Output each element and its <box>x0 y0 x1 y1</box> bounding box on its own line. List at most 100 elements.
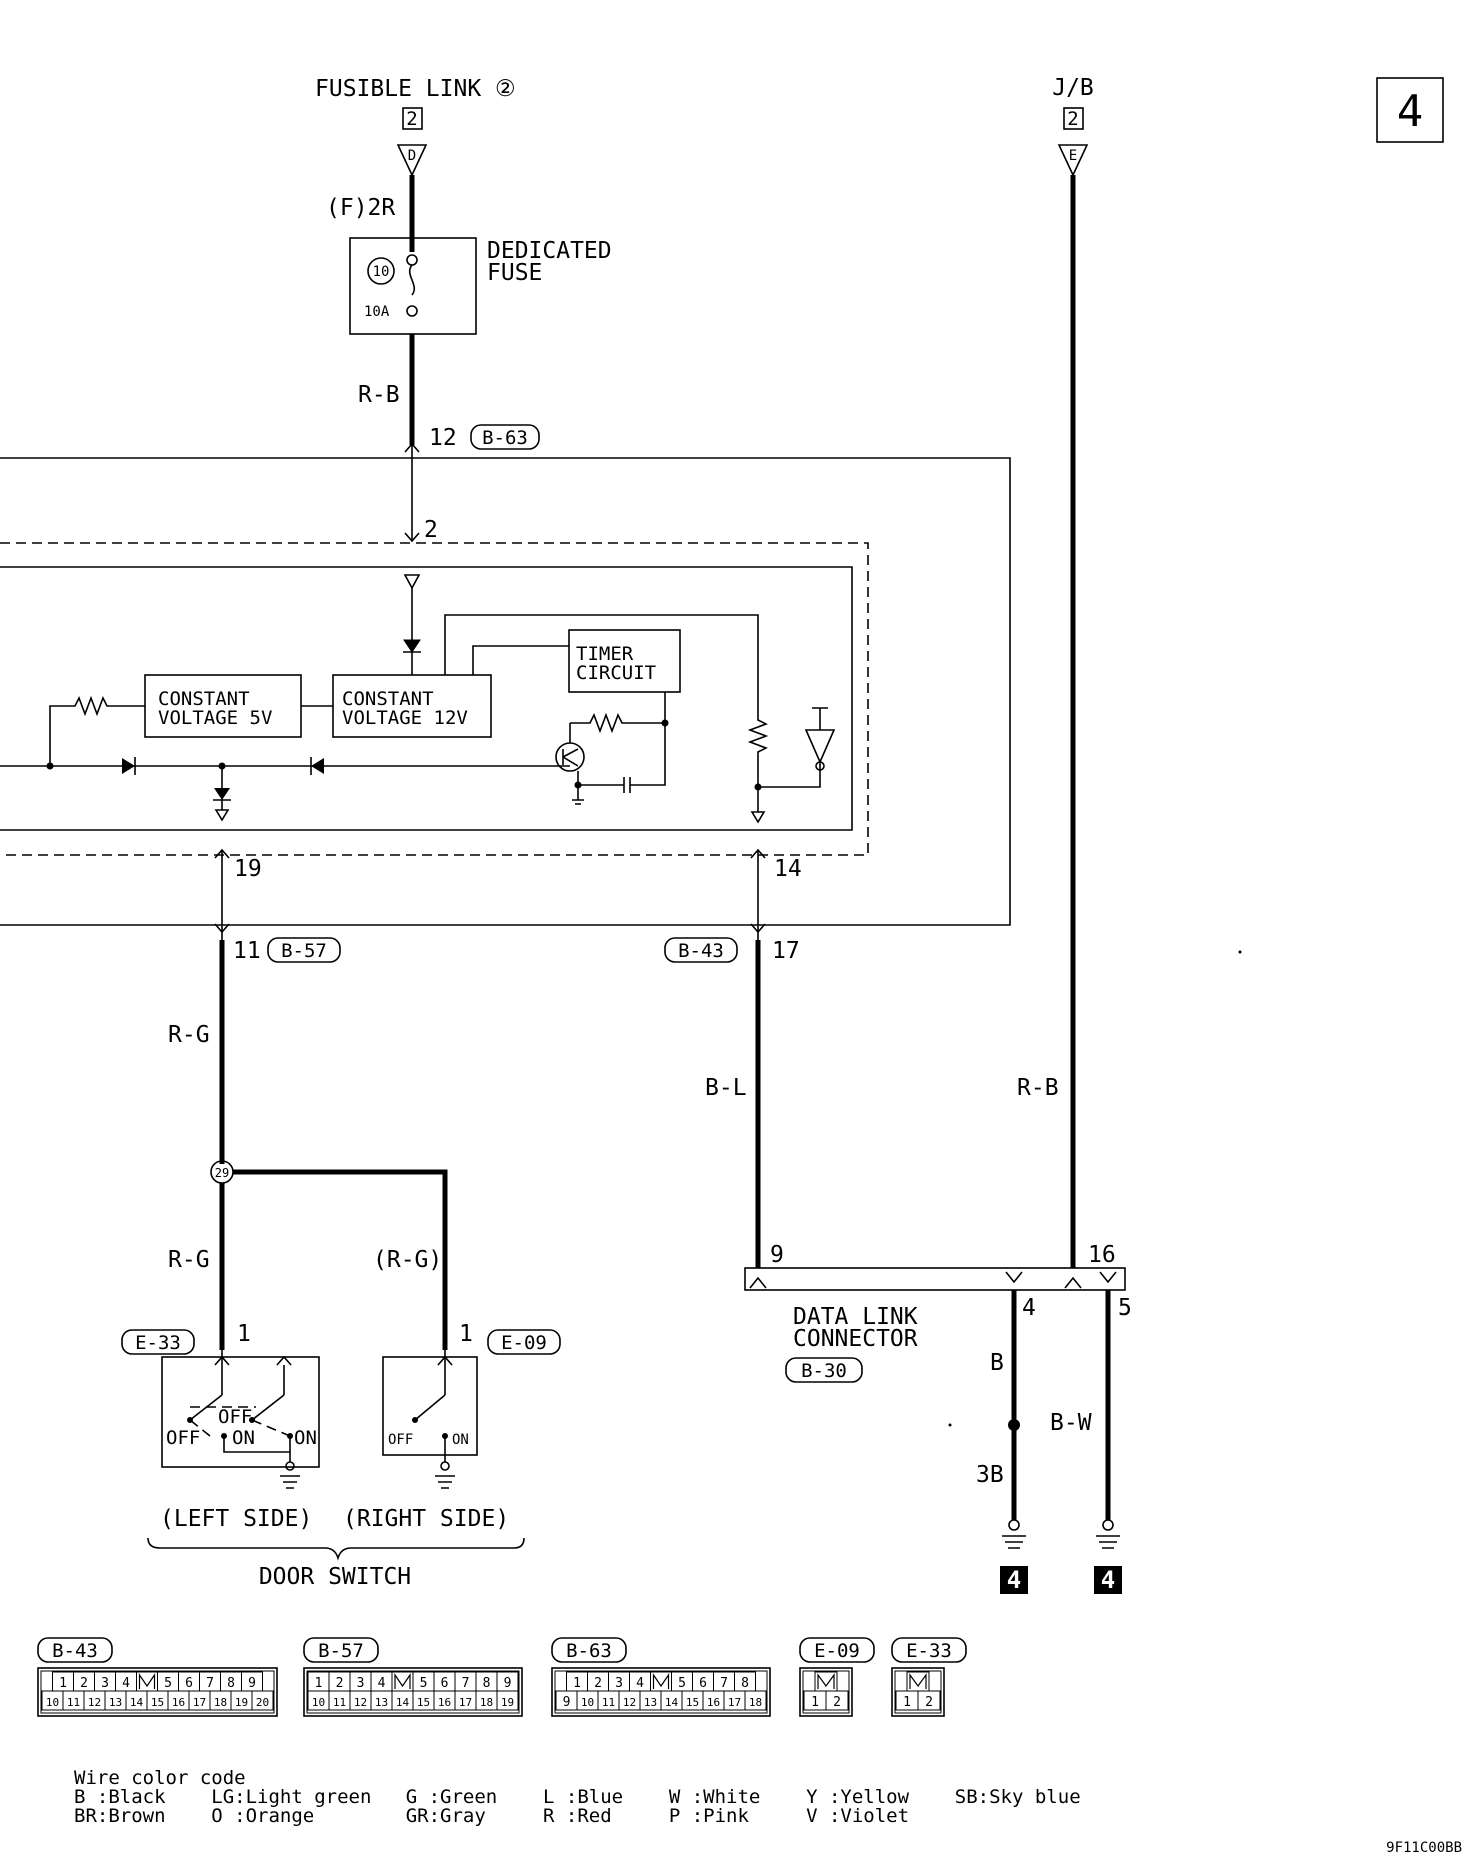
connector-pin: 16 <box>438 1696 451 1709</box>
legend-line-2: BR:Brown O :Orange GR:Gray R :Red P :Pin… <box>74 1805 909 1827</box>
e33-pin: 1 <box>237 1321 251 1347</box>
control-unit: 12 B-63 2 CONSTANT VOLTAGE 12V CONSTANT … <box>0 424 1011 964</box>
connector-pin: 2 <box>80 1676 88 1691</box>
connector-pin: 18 <box>214 1696 227 1709</box>
dlc-title: DATA LINK <box>793 1304 918 1330</box>
connector-pin: 5 <box>678 1676 686 1691</box>
connector-b30: B-30 <box>801 1360 847 1382</box>
connector-pin: 1 <box>573 1676 581 1691</box>
left-off-2: OFF <box>218 1406 252 1428</box>
connector-pin: 13 <box>375 1696 388 1709</box>
wire-b: B <box>990 1350 1004 1376</box>
page-number: 4 <box>1397 86 1424 137</box>
connector-face-label: B-43 <box>52 1640 98 1662</box>
connector-pin: 9 <box>248 1676 256 1691</box>
right-door-switch <box>382 1356 478 1456</box>
wire-fl-label: (F)2R <box>326 195 395 221</box>
connector-pin: 11 <box>602 1696 615 1709</box>
connector-pin: 20 <box>256 1696 269 1709</box>
wire-rg-2: R-G <box>168 1247 210 1273</box>
connector-pin: 9 <box>504 1676 512 1691</box>
connector-face-label: B-57 <box>318 1640 364 1662</box>
unit-input-pin: 12 <box>429 425 457 451</box>
connector-pin: 11 <box>67 1696 80 1709</box>
connector-pin: 12 <box>88 1696 101 1709</box>
right-side-label: (RIGHT SIDE) <box>343 1506 509 1532</box>
jb-label: J/B <box>1052 75 1094 101</box>
connector-pin: 12 <box>623 1696 636 1709</box>
wire-bw: B-W <box>1050 1410 1092 1436</box>
unit-pin-11: 11 <box>233 938 261 964</box>
fuse-rating: 10A <box>364 304 390 320</box>
connector-pin: 13 <box>109 1696 122 1709</box>
connector-pin: 8 <box>227 1676 235 1691</box>
connector-pin: 6 <box>441 1676 449 1691</box>
connector-pin: 7 <box>720 1676 728 1691</box>
fuse-title: DEDICATED <box>487 238 612 264</box>
connector-pin: 1 <box>315 1676 323 1691</box>
connector-pin: 1 <box>811 1695 819 1710</box>
connector-pin: 4 <box>122 1676 130 1691</box>
dlc-pin-5: 5 <box>1118 1295 1132 1321</box>
fusible-link-label: FUSIBLE LINK ② <box>315 76 516 102</box>
fusible-terminal-number: 2 <box>406 108 417 130</box>
connector-pin: 14 <box>665 1696 679 1709</box>
unit-pin-19: 19 <box>234 856 262 882</box>
connector-pin: 15 <box>686 1696 699 1709</box>
connector-pin: 3 <box>615 1676 623 1691</box>
connector-pin: 19 <box>235 1696 248 1709</box>
connector-pin: 17 <box>728 1696 741 1709</box>
connector-e33: E-33 <box>135 1332 181 1354</box>
fuse-element <box>408 264 416 296</box>
connector-pin: 6 <box>185 1676 193 1691</box>
connector-pin: 2 <box>925 1695 933 1710</box>
unit-input-connector: B-63 <box>482 427 528 449</box>
connector-pin: 2 <box>833 1695 841 1710</box>
fusible-link-feed: FUSIBLE LINK ② 2 D (F)2R <box>315 76 516 252</box>
connector-pin: 10 <box>46 1696 59 1709</box>
footer-code: 9F11C00BB <box>1386 1840 1462 1856</box>
connector-pin: 8 <box>741 1676 749 1691</box>
fusible-connector-letter: D <box>408 148 416 164</box>
legend-line-1: B :Black LG:Light green G :Green L :Blue… <box>74 1786 1081 1808</box>
connector-pin: 5 <box>420 1676 428 1691</box>
connector-pin: 4 <box>636 1676 644 1691</box>
fuse-number-circle <box>367 257 395 285</box>
cv5-label: CONSTANT <box>158 688 250 710</box>
jb-terminal: 2 <box>1067 108 1078 130</box>
door-switch-circuit: R-G 29 R-G (R-G) E-33 1 OFF OFF ON ON E-… <box>121 940 561 1590</box>
wire-bl: B-L <box>705 1075 747 1101</box>
fusible-terminal-box <box>402 107 423 130</box>
connector-pin: 16 <box>707 1696 720 1709</box>
connector-pin: 10 <box>581 1696 594 1709</box>
connector-pin: 1 <box>903 1695 911 1710</box>
dedicated-fuse: 10 10A DEDICATED FUSE R-B <box>349 237 612 445</box>
connector-b43: B-43 <box>678 940 724 962</box>
page-number-box: 4 <box>1376 77 1444 143</box>
fuse-title-2: FUSE <box>487 260 542 286</box>
connector-pin: 15 <box>417 1696 430 1709</box>
unit-pin-14: 14 <box>774 856 802 882</box>
connector-pin: 16 <box>172 1696 185 1709</box>
ground-ref-2: 4 <box>1101 1566 1115 1594</box>
e09-pin: 1 <box>459 1321 473 1347</box>
connector-pin: 11 <box>333 1696 346 1709</box>
fusible-connector-triangle <box>396 144 428 177</box>
timer-label-2: CIRCUIT <box>576 662 656 684</box>
junction-29: 29 <box>215 1166 229 1180</box>
ground-ref-1: 4 <box>1007 1566 1021 1594</box>
right-on: ON <box>452 1432 469 1448</box>
connector-pin: 15 <box>151 1696 164 1709</box>
connector-pin: 14 <box>130 1696 144 1709</box>
connector-pin: 1 <box>59 1676 67 1691</box>
ground-3b: 3B <box>976 1462 1004 1488</box>
cv5-label-2: VOLTAGE 5V <box>158 707 272 729</box>
legend-title: Wire color code <box>74 1767 246 1789</box>
connector-pin: 6 <box>699 1676 707 1691</box>
